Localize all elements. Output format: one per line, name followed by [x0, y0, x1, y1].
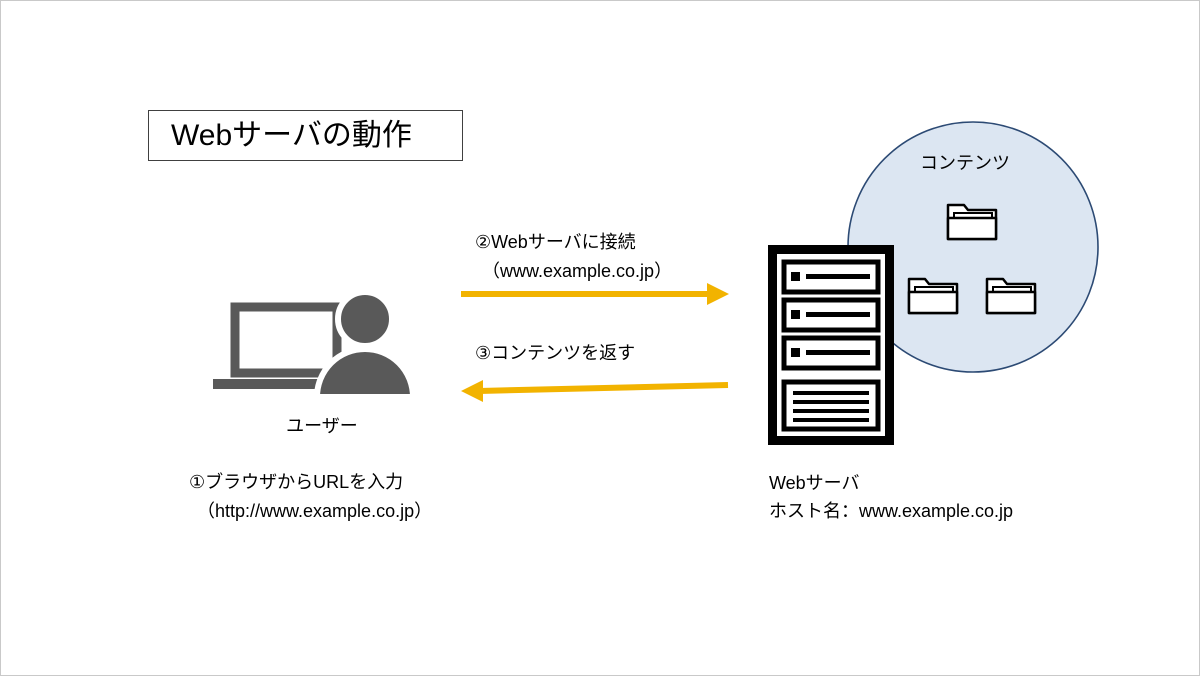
server-host-label: ホスト名：www.example.co.jp — [769, 501, 1014, 521]
laptop-icon — [213, 302, 342, 389]
user-label: ユーザー — [286, 416, 358, 436]
response-label: ③コンテンツを返す — [475, 343, 636, 363]
arrow-right-icon — [461, 283, 729, 305]
step1-label: ①ブラウザからURLを入力 — [189, 472, 404, 492]
request-label: ②Webサーバに接続 — [475, 232, 636, 252]
step1-url-label: （http://www.example.co.jp） — [197, 501, 433, 521]
folder-icon — [946, 203, 998, 241]
request-host-label: （www.example.co.jp） — [482, 261, 673, 281]
contents-label: コンテンツ — [920, 153, 1010, 173]
page-title: Webサーバの動作 — [148, 110, 463, 161]
server-icon — [768, 245, 894, 445]
folder-icon — [907, 277, 959, 315]
folder-icon — [985, 277, 1037, 315]
user-icon — [313, 289, 417, 400]
arrow-left-icon — [461, 380, 729, 402]
server-name-label: Webサーバ — [769, 473, 860, 493]
